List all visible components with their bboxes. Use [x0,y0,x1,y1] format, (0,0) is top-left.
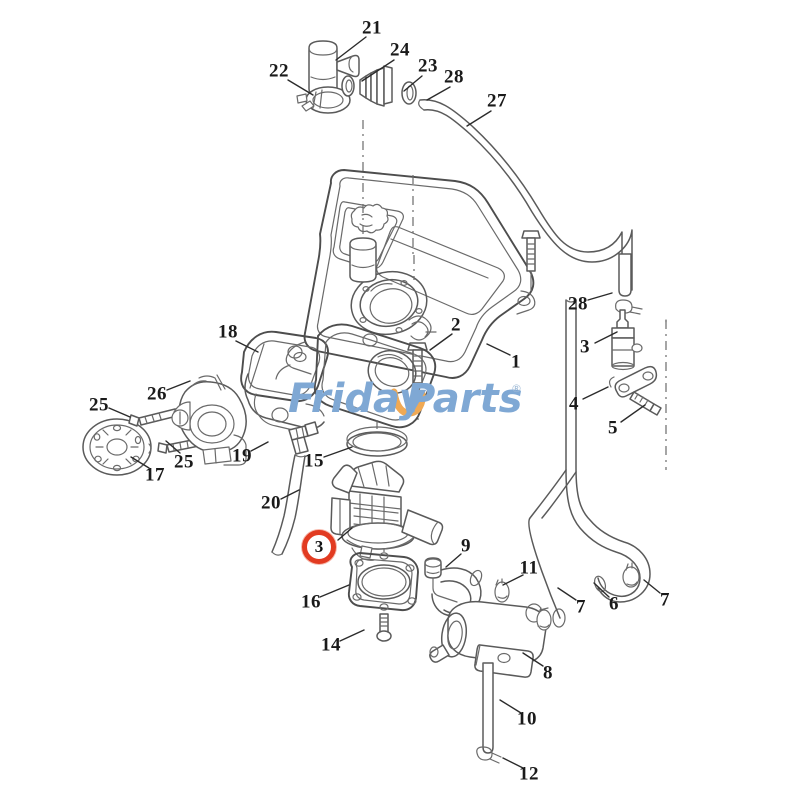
leader-line-6 [593,582,610,598]
part-16-pump-mounting-flange [347,552,419,612]
part-1-crankcase-cover [275,120,536,380]
leader-line-7 [643,579,661,594]
right-column-assembly [608,253,667,470]
callout-number-2: 2 [451,314,461,336]
callout-number-25: 25 [174,451,194,473]
part-17-pulley-rotor [82,418,152,476]
part-15-pump-gasket-ring [346,420,408,457]
leader-line-14 [339,629,365,642]
part-28-spring-clip-top [401,81,417,105]
part-11-clamp-small [494,578,510,603]
part-14-flange-bolt [376,548,392,642]
leader-line-3 [594,331,618,344]
callout-number-4: 4 [569,393,579,415]
part-9-breather-fitting [424,557,458,603]
leader-line-4 [582,386,609,400]
callout-number-5: 5 [608,417,618,439]
leader-line-24 [361,59,395,82]
part-3-pump-right [611,309,643,371]
callout-number-1: 1 [511,351,521,373]
callout-leader-lines [108,36,661,769]
leader-line-23 [403,75,423,92]
callout-number-28: 28 [568,293,588,315]
callout-number-21: 21 [362,17,382,39]
leader-line-25 [165,440,181,454]
callout-number-14: 14 [321,634,341,656]
callout-number-18: 18 [218,321,238,343]
leader-line-2 [429,333,453,351]
leader-line-26 [166,380,191,391]
callout-number-3: 3 [580,336,590,358]
leader-line-10 [499,699,522,714]
leader-line-9 [445,553,462,568]
callout-number-28: 28 [444,66,464,88]
part-7-clamp-a [536,607,566,631]
callout-number-22: 22 [269,60,289,82]
leader-line-12 [502,757,524,769]
leader-line-16 [319,584,350,598]
leader-line-27 [466,110,492,127]
part-23-union-fitting [359,65,393,107]
leader-line-highlight-3 [337,527,353,541]
callout-number-19: 19 [232,445,252,467]
callout-number-7: 7 [576,596,586,618]
leader-line-17 [130,456,150,469]
leader-line-19 [250,441,269,452]
part-26-pump-body [171,374,247,466]
callout-number-17: 17 [145,464,165,486]
highlighted-part-number-badge: 3 [302,530,336,564]
callout-number-15: 15 [304,450,324,472]
part-27-vent-hose [418,99,633,291]
part-3-fuel-pump-assembly [330,460,444,561]
leader-line-28 [587,292,613,301]
callout-number-16: 16 [301,591,321,613]
part-18-pump-housing-bracket [240,315,437,435]
callout-number-7: 7 [660,589,670,611]
part-8-fuel-filter [429,600,549,678]
callout-number-23: 23 [418,55,438,77]
part-22-worm-drive-clamp [296,86,351,114]
leader-line-18 [235,340,259,353]
callout-number-26: 26 [147,383,167,405]
leader-line-22 [287,79,314,96]
callout-number-20: 20 [261,492,281,514]
leader-line-28 [426,86,451,101]
leader-line-25 [108,407,131,418]
part-5-bracket-bolt [629,391,662,416]
callout-number-6: 6 [609,593,619,615]
part-10-fuel-pipe [482,662,494,754]
part-24-seal-washer [341,75,355,97]
leader-line-8 [522,652,544,667]
leader-line-7 [557,587,577,601]
callout-number-24: 24 [390,39,410,61]
leader-line-20 [280,489,300,500]
part-7-clamp-b [622,562,640,588]
part-19-hose-joint [288,421,319,455]
callout-number-10: 10 [517,708,537,730]
leader-line-1 [486,343,511,356]
callout-number-25: 25 [89,394,109,416]
part-12-pipe-clip [476,746,502,764]
callout-number-12: 12 [519,763,539,785]
callout-number-8: 8 [543,662,553,684]
leader-line-21 [335,36,367,61]
part-4-mounting-bracket [608,365,658,398]
part-6-fuel-hose-long [528,299,651,619]
leader-line-11 [502,574,524,586]
callout-number-9: 9 [461,535,471,557]
leader-line-15 [323,446,353,458]
part-20-fuel-hose-short [271,454,306,556]
leader-line-5 [620,404,646,423]
callout-number-11: 11 [519,557,539,579]
callout-number-27: 27 [487,90,507,112]
